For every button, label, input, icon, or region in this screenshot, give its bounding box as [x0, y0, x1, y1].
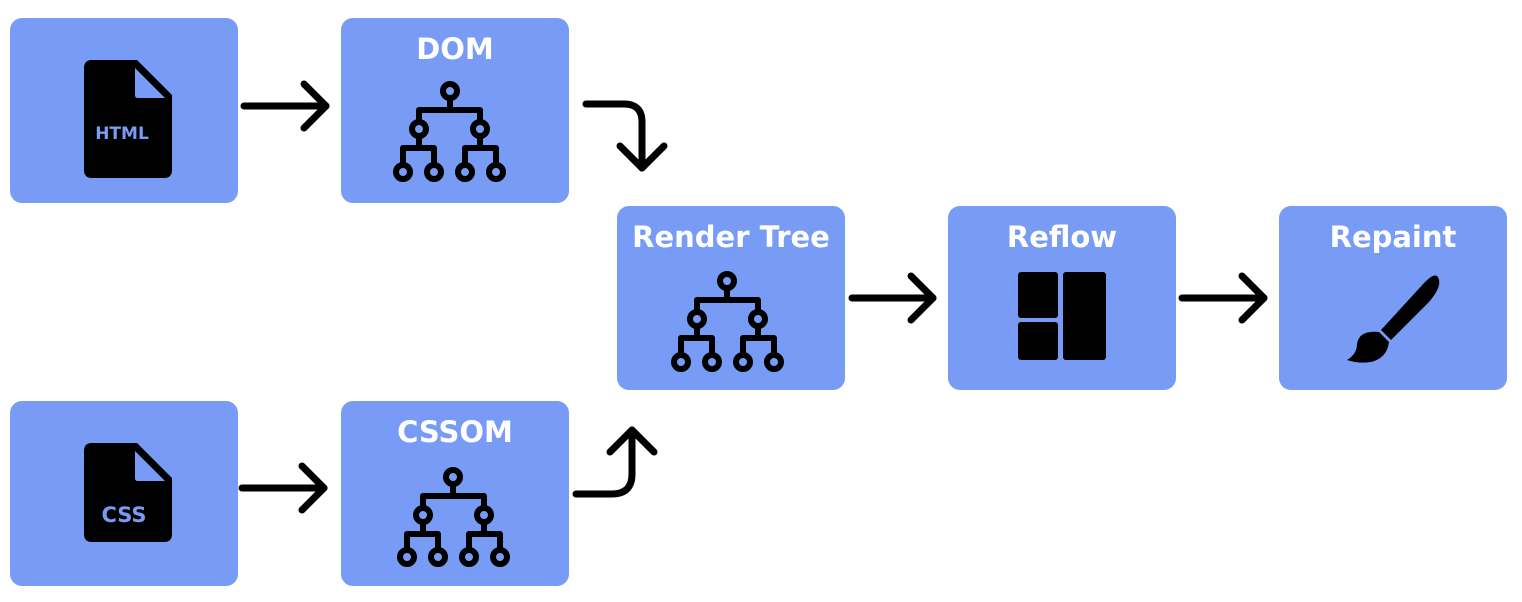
html-file-label: HTML: [95, 124, 149, 144]
cssom-node: CSSOM: [341, 401, 569, 586]
repaint-node: Repaint: [1279, 206, 1507, 390]
css-file-node: CSS: [10, 401, 238, 586]
html-file-icon: HTML: [84, 60, 172, 178]
cssom-title: CSSOM: [397, 415, 513, 449]
reflow-title: Reflow: [1006, 220, 1118, 254]
arrow-render-tree-to-reflow: [848, 272, 937, 324]
arrow-reflow-to-repaint: [1178, 272, 1268, 324]
dom-title: DOM: [416, 32, 494, 66]
html-file-node: HTML: [10, 18, 238, 203]
reflow-node: Reflow: [948, 206, 1176, 390]
tree-icon: [397, 467, 510, 567]
css-file-icon: CSS: [84, 443, 172, 542]
css-file-label: CSS: [101, 503, 146, 527]
arrow-cssom-to-render-tree: [572, 426, 658, 498]
arrow-dom-to-render-tree: [582, 100, 668, 172]
tree-icon: [671, 271, 784, 372]
arrow-html-to-dom: [240, 80, 330, 132]
render-tree-title: Render Tree: [632, 220, 830, 254]
repaint-title: Repaint: [1329, 220, 1457, 254]
tree-icon: [393, 81, 506, 182]
layout-icon: [1018, 272, 1106, 360]
dom-node: DOM: [341, 18, 569, 203]
arrow-css-to-cssom: [238, 462, 328, 514]
paintbrush-icon: [1347, 275, 1440, 363]
render-tree-node: Render Tree: [617, 206, 845, 390]
